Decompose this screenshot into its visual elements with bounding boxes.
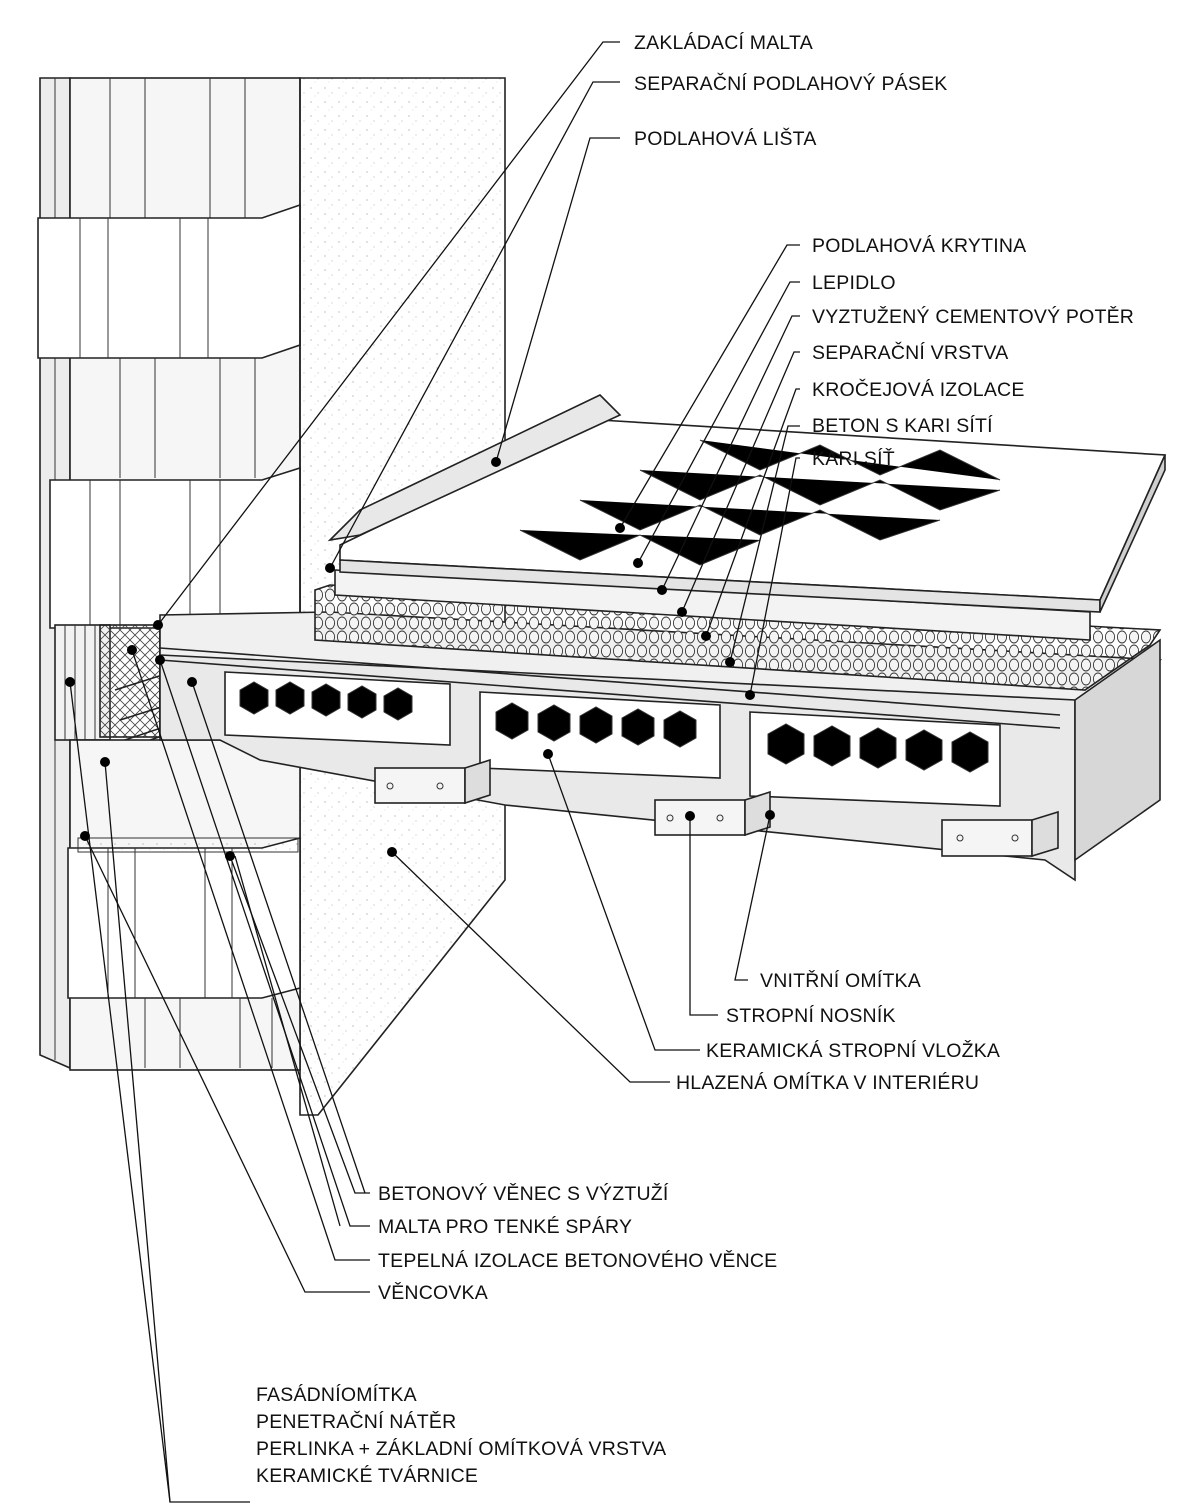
label-kari-sit: KARI SÍŤ (812, 447, 895, 470)
label-lepidlo: LEPIDLO (812, 272, 896, 294)
leader-lines (69, 41, 800, 1503)
skirting-board (327, 394, 622, 542)
label-podlahova-krytina: PODLAHOVÁ KRYTINA (812, 234, 1026, 257)
label-vnitrni-omitka: VNITŘNÍ OMÍTKA (760, 969, 921, 992)
label-betonovy-venec: BETONOVÝ VĚNEC S VÝZTUŽÍ (378, 1182, 669, 1205)
ceiling-joists (374, 758, 1059, 858)
label-keramicke-tvarnice: KERAMICKÉ TVÁRNICE (256, 1464, 478, 1487)
label-hlazena-omitka: HLAZENÁ OMÍTKA V INTERIÉRU (676, 1071, 979, 1094)
label-cementovy-poter: VYZTUŽENÝ CEMENTOVÝ POTĚR (812, 305, 1134, 328)
label-beton-kari: BETON S KARI SÍTÍ (812, 414, 993, 437)
label-penetracni-nater: PENETRAČNÍ NÁTĚR (256, 1410, 456, 1433)
label-podlahova-lista: PODLAHOVÁ LIŠTA (634, 127, 817, 150)
label-zakladaci-malta: ZAKLÁDACÍ MALTA (634, 31, 813, 54)
labels: ZAKLÁDACÍ MALTA SEPARAČNÍ PODLAHOVÝ PÁSE… (256, 31, 1134, 1487)
label-stropni-nosnik: STROPNÍ NOSNÍK (726, 1004, 896, 1027)
ceramic-block-2 (49, 466, 301, 629)
ceramic-inserts (224, 671, 1001, 807)
label-vencovka: VĚNCOVKA (378, 1281, 488, 1304)
slab-side (1074, 638, 1161, 862)
label-keramicka-vlozka: KERAMICKÁ STROPNÍ VLOŽKA (706, 1039, 1000, 1062)
label-fasadni-omitka: FASÁDNÍOMÍTKA (256, 1383, 417, 1406)
label-separacni-pasek: SEPARAČNÍ PODLAHOVÝ PÁSEK (634, 72, 948, 95)
label-separacni-vrstva: SEPARAČNÍ VRSTVA (812, 341, 1008, 364)
kari-mesh (159, 647, 1061, 729)
ceramic-block-1 (37, 203, 301, 359)
label-perlinka: PERLINKA + ZÁKLADNÍ OMÍTKOVÁ VRSTVA (256, 1437, 666, 1460)
leader-dots (65, 457, 775, 861)
label-tepelna-izolace-vence: TEPELNÁ IZOLACE BETONOVÉHO VĚNCE (378, 1249, 777, 1272)
label-malta-tenke-spary: MALTA PRO TENKÉ SPÁRY (378, 1215, 632, 1238)
step-sound-insulation (314, 584, 1162, 691)
ceiling-slab (159, 611, 1163, 882)
ring-beam-insulation (99, 624, 161, 738)
label-krocejova-izolace: KROČEJOVÁ IZOLACE (812, 378, 1025, 401)
